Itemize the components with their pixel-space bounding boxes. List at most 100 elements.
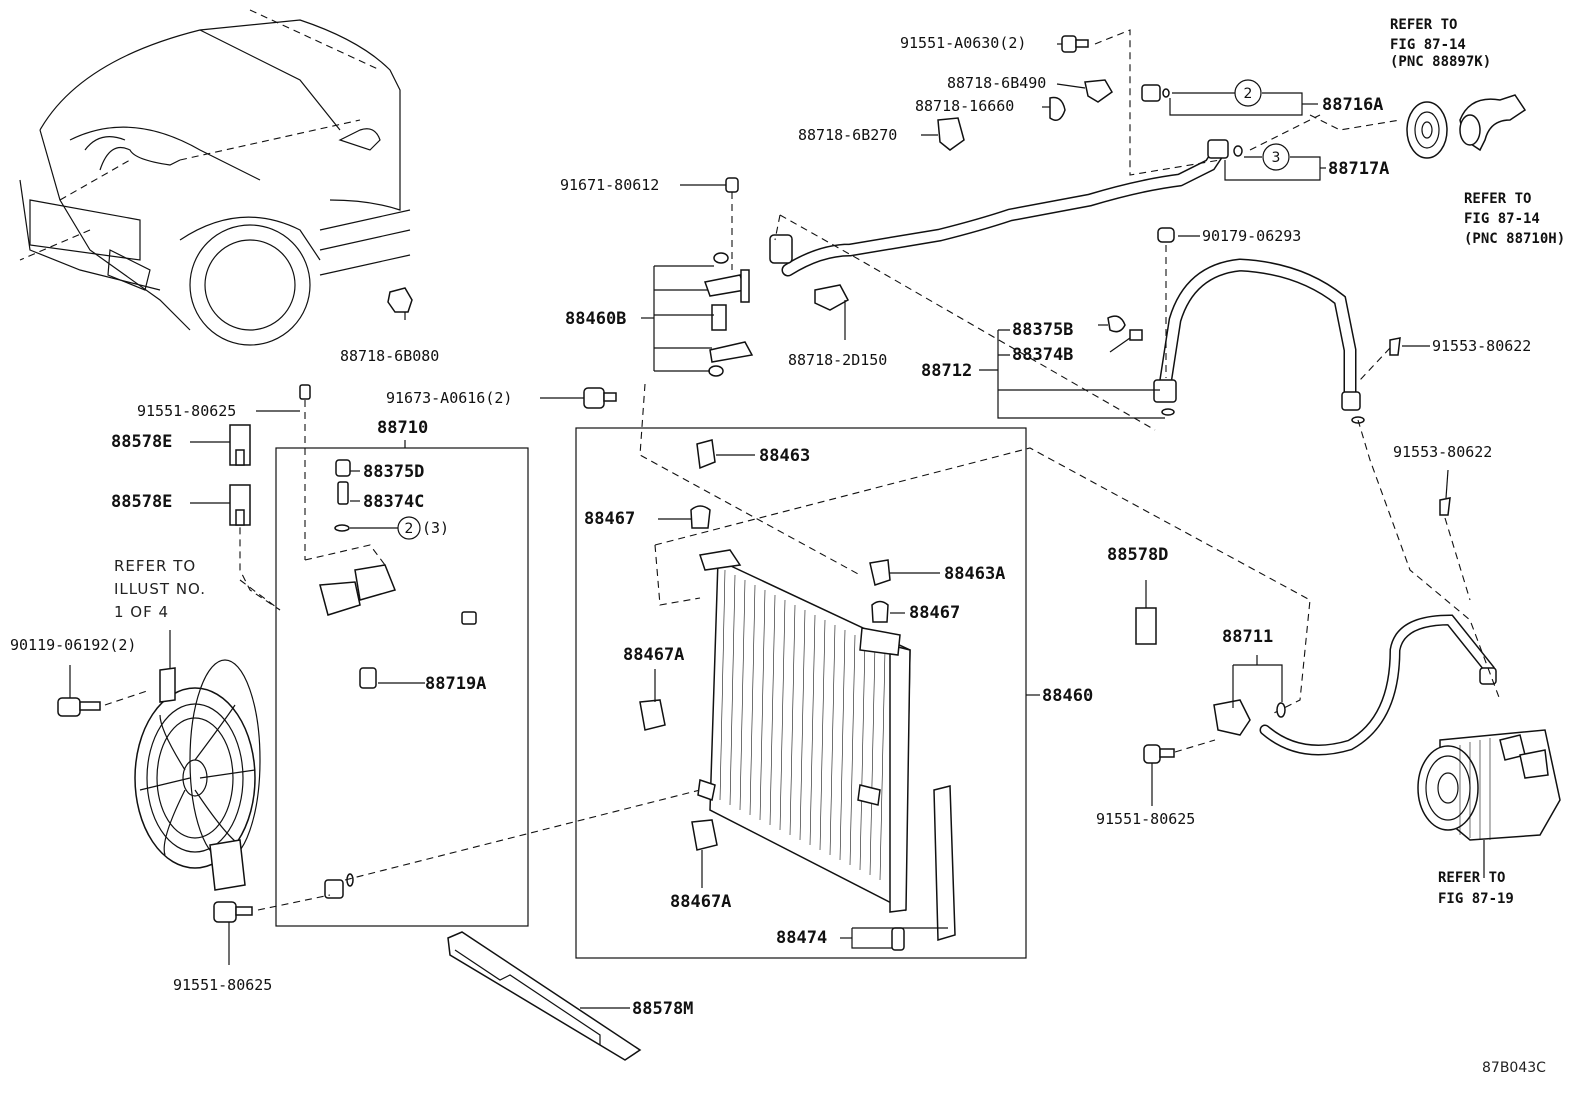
callout-circle-2-top: 2 [1234, 79, 1262, 107]
part-label: 88578M [632, 999, 693, 1019]
part-label: 88718-16660 [915, 97, 1014, 115]
bolt-91551-80625 [1143, 744, 1161, 764]
valve-core-88374C [337, 481, 349, 505]
part-label: 88717A [1328, 159, 1389, 179]
condenser-box-88460 [575, 427, 1040, 959]
leader-dashed [654, 447, 1311, 716]
discharge-hose-88716A [830, 84, 1170, 224]
leader-dashed [304, 544, 386, 566]
svg-text:1 OF 4: 1 OF 4 [114, 603, 169, 621]
condenser-fins [719, 569, 896, 891]
leader-dashed [104, 689, 151, 706]
clamp-88718-2D150 [814, 284, 850, 311]
bracket-88578E-bottom [229, 484, 251, 526]
part-label: 88578E [111, 492, 172, 512]
part-label: 91553-80622 [1432, 337, 1531, 355]
ref-note-fig-87-14-k: REFER TO FIG 87-14 (PNC 88897K) [1390, 17, 1491, 70]
part-label: 91551-80625 [1096, 810, 1195, 828]
cushion-88467A [691, 819, 718, 851]
part-label: 88374C [363, 492, 424, 512]
seal-88578M [447, 931, 642, 1061]
part-label: 88710 [377, 418, 428, 438]
leader-dashed [1357, 419, 1501, 701]
part-label: 88718-6B270 [798, 126, 897, 144]
leader-lines [69, 43, 1449, 1009]
clamp-88718-6B270 [937, 117, 965, 151]
compressor-clutch-ref [1406, 94, 1527, 159]
bolt-91553-80622 [1439, 497, 1451, 516]
bolt-91673-A0616 [583, 387, 605, 409]
clamp-88718-16660 [1049, 96, 1066, 121]
cap-88375B [1107, 315, 1126, 333]
bolt-90119-06192 [57, 697, 81, 717]
leader-dashed [1094, 29, 1221, 176]
bolt-91671-80612 [725, 177, 739, 193]
part-label: 91551-A0630(2) [900, 34, 1026, 52]
part-label: 91553-80622 [1393, 443, 1492, 461]
leader-dashed [639, 383, 861, 576]
ref-note-fig-87-19: REFER TO FIG 87-19 [1438, 870, 1514, 907]
part-label: 91673-A0616(2) [386, 389, 512, 407]
part-label: 88467 [909, 603, 960, 623]
svg-text:(PNC 88897K): (PNC 88897K) [1390, 54, 1491, 70]
part-label: 88719A [425, 674, 486, 694]
svg-text:2: 2 [1244, 86, 1253, 102]
part-label: 88578E [111, 432, 172, 452]
cushion-88467A [639, 699, 666, 731]
leader-dashed [1174, 739, 1216, 753]
o-ring [1162, 88, 1170, 98]
part-label: 88474 [776, 928, 827, 948]
part-label: 88375B [1012, 320, 1073, 340]
leader-dashed [1309, 114, 1401, 131]
leader-dashed [239, 515, 281, 611]
part-label: 88463 [759, 446, 810, 466]
leader-dashed [654, 544, 701, 606]
clip-88718-6B080 [387, 287, 413, 313]
fan-assembly [57, 659, 261, 923]
tube-accessory-box-88710 [275, 440, 529, 927]
part-label: 88718-6B080 [340, 347, 439, 365]
part-label: 88718-2D150 [788, 351, 887, 369]
svg-text:FIG 87-19: FIG 87-19 [1438, 891, 1514, 907]
svg-text:REFER TO: REFER TO [1438, 870, 1505, 886]
clamp-88718-6B490 [1084, 79, 1113, 103]
part-label: 90119-06192(2) [10, 636, 136, 654]
part-label: 88463A [944, 564, 1005, 584]
bracket-88463 [696, 439, 716, 470]
bolt-91551-80625 [213, 901, 237, 923]
hose-fitting [769, 234, 793, 264]
leader-dashed [1359, 347, 1391, 381]
part-label: 88460B [565, 309, 626, 329]
leader-dashed [779, 214, 1156, 431]
cushion-88467 [871, 600, 889, 623]
svg-text:REFER TO: REFER TO [1390, 17, 1457, 33]
ref-note-illust: REFER TO ILLUST NO. 1 OF 4 [114, 557, 205, 621]
part-label: 88467A [623, 645, 684, 665]
leader-dashed [1249, 114, 1321, 151]
svg-text:REFER TO: REFER TO [114, 557, 196, 575]
part-label: 88712 [921, 361, 972, 381]
tube-88711 [1213, 614, 1497, 756]
svg-text:REFER TO: REFER TO [1464, 191, 1531, 207]
hose-fitting [1207, 139, 1229, 159]
o-ring [334, 524, 350, 532]
callout-circle-3-top: 3 [1262, 143, 1290, 171]
bolt-91551-A0630 [1061, 35, 1089, 53]
svg-text:2: 2 [405, 521, 414, 537]
part-label: (3) [422, 519, 449, 537]
part-label: 88578D [1107, 545, 1168, 565]
callout-circle-2-left: 2 [397, 516, 421, 540]
part-label: 91551-80625 [137, 402, 236, 420]
svg-text:(PNC 88710H): (PNC 88710H) [1464, 231, 1565, 247]
svg-text:FIG 87-14: FIG 87-14 [1390, 37, 1466, 53]
bracket-88463A [869, 559, 891, 586]
svg-text:3: 3 [1272, 150, 1281, 166]
bracket-set-88460B [704, 177, 754, 377]
hose-88712 [1153, 258, 1365, 424]
svg-text:FIG 87-14: FIG 87-14 [1464, 211, 1540, 227]
vehicle-illustration [19, 9, 411, 346]
ref-note-fig-87-14-h: REFER TO FIG 87-14 (PNC 88710H) [1464, 191, 1565, 247]
part-label: 88711 [1222, 627, 1273, 647]
part-label: 91551-80625 [173, 976, 272, 994]
